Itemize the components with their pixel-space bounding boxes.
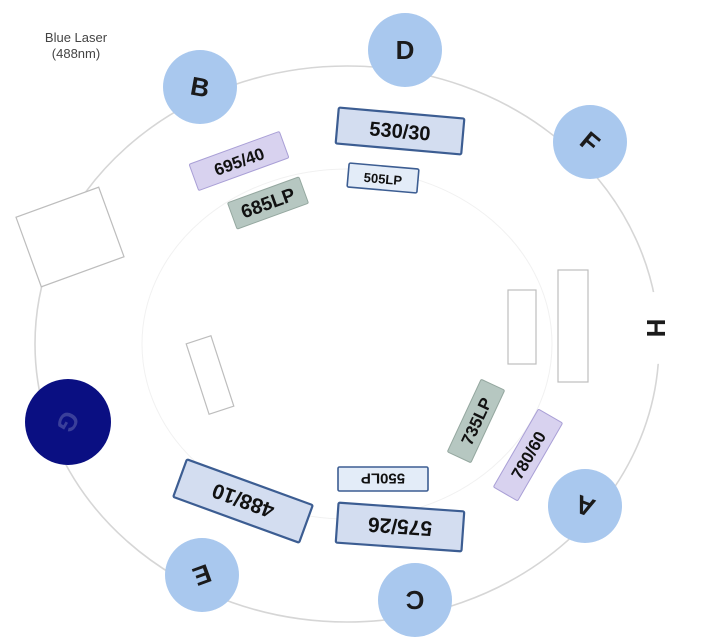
detector-b-circle (163, 50, 237, 124)
filter-488: 488/10 (172, 458, 314, 544)
detector-f: F (553, 105, 627, 179)
filter-505-body (346, 162, 420, 194)
detector-a-circle (548, 469, 622, 543)
mirror-left-lower-shape (185, 335, 235, 415)
filter-685-body (227, 176, 309, 230)
filter-530-label: 530/30 (368, 118, 431, 145)
detector-b: B (163, 50, 237, 124)
mirror-left-lower (185, 335, 235, 415)
detector-b-label: B (188, 71, 212, 104)
laser-label: Blue Laser (488nm) (22, 30, 130, 62)
filter-695-body (189, 131, 289, 191)
detector-a: A (548, 469, 622, 543)
detector-h-circle (620, 292, 692, 364)
detector-c: C (378, 563, 452, 637)
filter-505-label: 505LP (363, 170, 403, 188)
mirror-right-inner (507, 289, 537, 365)
filter-575: 575/26 (334, 501, 466, 553)
laser-name: Blue Laser (44, 30, 108, 45)
filter-530: 530/30 (334, 106, 466, 156)
mirror-right-outer-shape (557, 269, 589, 383)
mirror-left-square-shape (15, 186, 125, 288)
mirror-left-square (15, 186, 125, 288)
detector-e: E (165, 538, 239, 612)
filter-780: 780/60 (493, 409, 563, 501)
filter-685: 685LP (227, 176, 309, 230)
mirror-right-inner-shape (507, 289, 537, 365)
detector-e-circle (165, 538, 239, 612)
filter-530-body (334, 106, 466, 156)
detector-h: H (620, 292, 692, 364)
filter-575-body (334, 501, 466, 553)
detector-c-circle (378, 563, 452, 637)
filter-575-label: 575/26 (367, 512, 433, 539)
detector-g: G (25, 379, 111, 465)
detector-f-circle (553, 105, 627, 179)
filter-780-body (493, 409, 563, 501)
filter-550: 550LP (337, 466, 429, 492)
filter-735: 735LP (447, 379, 505, 463)
filter-695: 695/40 (189, 131, 289, 191)
filter-505: 505LP (346, 162, 420, 194)
detector-c-label: C (405, 585, 424, 615)
filter-550-body (337, 466, 429, 492)
detector-d: D (368, 13, 442, 87)
detector-d-circle (368, 13, 442, 87)
mirror-right-outer (557, 269, 589, 383)
filter-550-label: 550LP (361, 470, 405, 487)
detector-d-label: D (396, 35, 415, 65)
laser-wavelength: (488nm) (51, 46, 101, 61)
filter-735-body (447, 379, 505, 463)
filter-488-body (172, 458, 314, 544)
detector-h-label: H (641, 319, 671, 338)
detector-g-circle (25, 379, 111, 465)
